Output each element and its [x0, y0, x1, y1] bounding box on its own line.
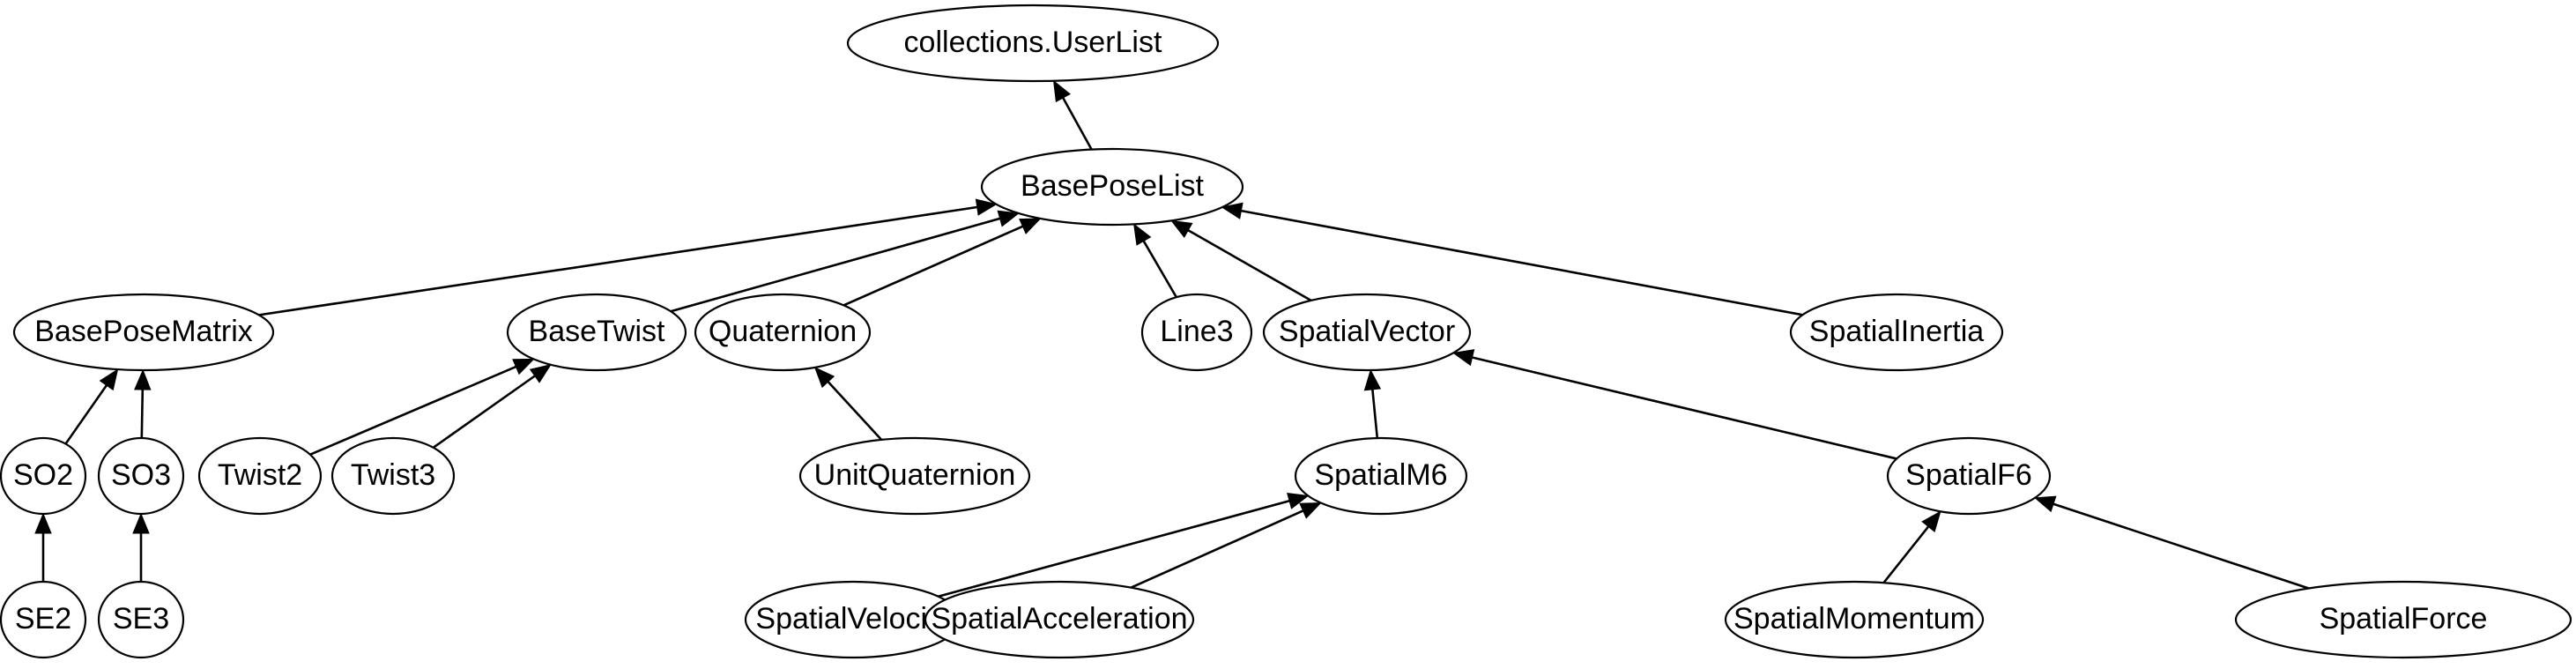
arrowhead-icon	[1451, 349, 1475, 367]
arrowhead-icon	[1133, 223, 1152, 246]
node-spatial-force[interactable]: SpatialForce	[2234, 580, 2572, 659]
node-ellipse[interactable]	[506, 293, 687, 372]
node-spatial-momentum[interactable]: SpatialMomentum	[1724, 580, 1985, 659]
node-base-pose-list[interactable]: BasePoseList	[980, 147, 1244, 227]
arrowhead-icon	[1921, 510, 1941, 532]
node-ellipse[interactable]	[97, 580, 185, 659]
arrowhead-icon	[1052, 79, 1071, 103]
node-ellipse[interactable]	[330, 436, 456, 516]
edge-twist2-to-base-twist	[309, 358, 535, 456]
arrowhead-icon	[2033, 495, 2057, 513]
nodes-layer: collections.UserListBasePoseListBasePose…	[0, 4, 2572, 659]
edge-se2-to-so2	[34, 512, 52, 582]
edge-base-twist-to-base-pose-list	[670, 210, 1021, 313]
node-spatial-m6[interactable]: SpatialM6	[1294, 436, 1468, 516]
arrowhead-icon	[1299, 502, 1322, 519]
arrowhead-icon	[997, 210, 1021, 227]
node-ellipse[interactable]	[924, 580, 1195, 659]
edge-base-pose-matrix-to-base-pose-list	[258, 198, 998, 316]
edge-se3-to-so3	[132, 512, 150, 582]
arrowhead-icon	[34, 512, 52, 534]
arrowhead-icon	[132, 512, 150, 534]
node-spatial-f6[interactable]: SpatialF6	[1886, 436, 2052, 516]
edge-so3-to-base-pose-matrix	[134, 368, 152, 439]
arrowhead-icon	[1019, 218, 1042, 234]
node-se3[interactable]: SE3	[97, 580, 185, 659]
edge-spatial-inertia-to-base-pose-list	[1221, 202, 1803, 316]
edge-unit-quaternion-to-quaternion	[813, 366, 883, 441]
arrowhead-icon	[134, 368, 152, 390]
node-collections-user-list[interactable]: collections.UserList	[846, 4, 1220, 83]
node-ellipse[interactable]	[97, 436, 185, 516]
node-base-twist[interactable]: BaseTwist	[506, 293, 687, 372]
node-twist3[interactable]: Twist3	[330, 436, 456, 516]
node-se2[interactable]: SE2	[0, 580, 87, 659]
node-ellipse[interactable]	[846, 4, 1220, 83]
edge-quaternion-to-base-pose-list	[843, 218, 1042, 307]
node-ellipse[interactable]	[1886, 436, 2052, 516]
node-base-pose-matrix[interactable]: BasePoseMatrix	[12, 293, 275, 372]
arrowhead-icon	[529, 364, 552, 383]
node-ellipse[interactable]	[1724, 580, 1985, 659]
node-unit-quaternion[interactable]: UnitQuaternion	[798, 436, 1031, 516]
node-spatial-inertia[interactable]: SpatialInertia	[1789, 293, 2004, 372]
arrowhead-icon	[1169, 219, 1193, 238]
node-ellipse[interactable]	[1140, 293, 1253, 372]
node-spatial-acceleration[interactable]: SpatialAcceleration	[924, 580, 1195, 659]
arrowhead-icon	[1363, 368, 1382, 391]
edge-spatial-f6-to-spatial-vector	[1451, 349, 1897, 460]
node-twist2[interactable]: Twist2	[197, 436, 323, 516]
node-ellipse[interactable]	[0, 436, 87, 516]
edge-spatial-acceleration-to-spatial-m6	[1130, 502, 1322, 589]
arrowhead-icon	[1221, 202, 1243, 219]
node-ellipse[interactable]	[12, 293, 275, 372]
edge-line3-to-base-pose-list	[1133, 223, 1177, 298]
node-so3[interactable]: SO3	[97, 436, 185, 516]
node-spatial-vector[interactable]: SpatialVector	[1262, 293, 1472, 372]
node-quaternion[interactable]: Quaternion	[694, 293, 872, 372]
edge-twist3-to-base-twist	[432, 364, 552, 449]
edges-layer	[34, 79, 2310, 598]
node-line3[interactable]: Line3	[1140, 293, 1253, 372]
node-ellipse[interactable]	[1789, 293, 2004, 372]
edge-spatial-momentum-to-spatial-f6	[1882, 510, 1941, 584]
node-ellipse[interactable]	[1262, 293, 1472, 372]
node-ellipse[interactable]	[2234, 580, 2572, 659]
arrowhead-icon	[99, 368, 119, 391]
node-ellipse[interactable]	[798, 436, 1031, 516]
node-ellipse[interactable]	[980, 147, 1244, 227]
arrowhead-icon	[1287, 493, 1310, 509]
node-so2[interactable]: SO2	[0, 436, 87, 516]
node-ellipse[interactable]	[694, 293, 872, 372]
arrowhead-icon	[813, 366, 835, 389]
node-ellipse[interactable]	[1294, 436, 1468, 516]
node-ellipse[interactable]	[0, 580, 87, 659]
edge-so2-to-base-pose-matrix	[64, 368, 119, 445]
edge-spatial-velocity-to-spatial-m6	[938, 493, 1310, 598]
edge-base-pose-list-to-collections-user-list	[1052, 79, 1093, 151]
edge-spatial-m6-to-spatial-vector	[1363, 368, 1382, 439]
node-ellipse[interactable]	[197, 436, 323, 516]
arrowhead-icon	[975, 198, 998, 216]
arrowhead-icon	[512, 358, 535, 375]
edge-spatial-force-to-spatial-f6	[2033, 495, 2310, 590]
edge-spatial-vector-to-base-pose-list	[1169, 219, 1312, 301]
